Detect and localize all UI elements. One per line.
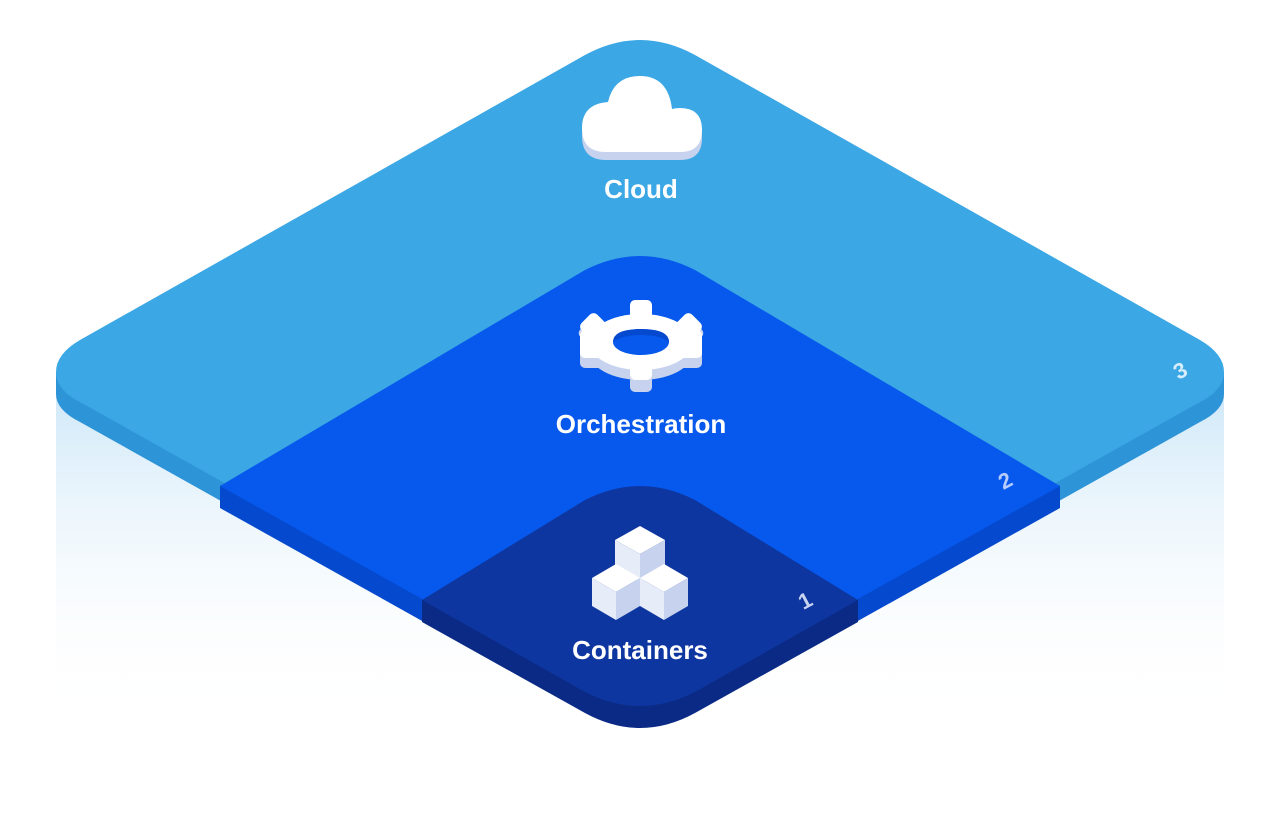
cubes-icon [592, 526, 688, 620]
orchestration-layer-top [220, 256, 1060, 704]
orchestration-label: Orchestration [556, 409, 727, 439]
cloud-icon [582, 76, 702, 160]
cloud-label: Cloud [604, 174, 678, 204]
containers-label: Containers [572, 635, 708, 665]
gear-icon [578, 300, 704, 392]
